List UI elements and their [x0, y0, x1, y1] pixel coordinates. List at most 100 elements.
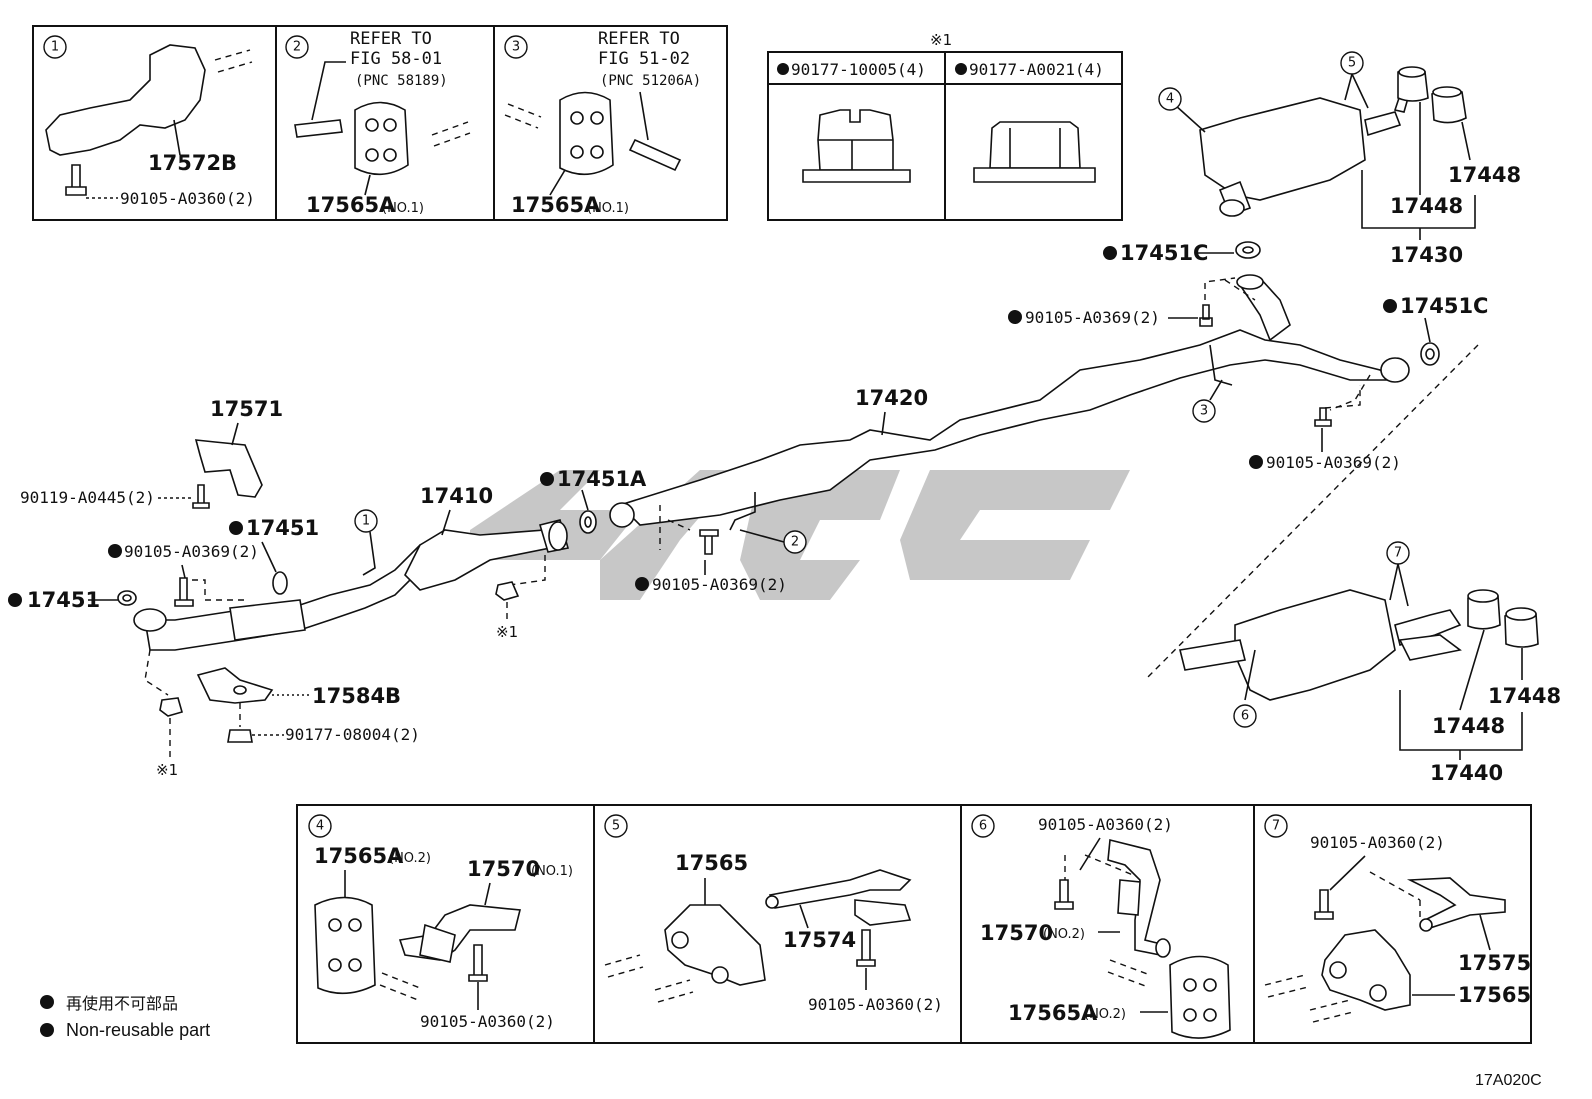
pipe-stub [294, 119, 343, 138]
svg-text:(NO.1): (NO.1) [587, 201, 629, 216]
svg-text:3: 3 [512, 40, 520, 55]
svg-text:17448: 17448 [1390, 194, 1463, 218]
box-6: 6 90105-A0360(2) 17570 (NO.2) 17565A (NO… [960, 804, 1255, 1044]
rear-muffler-17440: 6 7 17448 17448 17440 [1144, 279, 1561, 785]
svg-text:REFER TO: REFER TO [598, 29, 680, 49]
center-pipe-17420 [609, 274, 1410, 531]
svg-text:17451C: 17451C [1120, 241, 1208, 265]
svg-text:(NO.2): (NO.2) [389, 851, 431, 866]
bolt-90105-right [1314, 385, 1361, 427]
svg-text:※1: ※1 [496, 623, 518, 641]
svg-text:90177-A0021(4): 90177-A0021(4) [969, 60, 1104, 79]
bolt-90105-center [659, 505, 719, 575]
hanger-bracket-part [398, 904, 522, 961]
box-3: 3 REFER TO FIG 51-02 (PNC 51206A) 17565A… [493, 25, 728, 221]
box-4: 4 17565A (NO.2) 17570 (NO.1) 90105-A0360… [296, 804, 595, 1044]
svg-text:再使用不可部品: 再使用不可部品 [66, 994, 178, 1013]
svg-text:1: 1 [362, 514, 370, 529]
svg-text:(PNC 51206A): (PNC 51206A) [600, 73, 701, 89]
svg-text:FIG 58-01: FIG 58-01 [350, 49, 442, 69]
svg-text:FIG 51-02: FIG 51-02 [598, 49, 690, 69]
nut-star-center [495, 555, 546, 622]
svg-text:17565: 17565 [675, 851, 748, 875]
rubber-hanger-part [559, 91, 614, 176]
svg-text:17448: 17448 [1488, 684, 1561, 708]
svg-text:1: 1 [51, 40, 59, 55]
bracket-17584B [196, 667, 310, 743]
svg-text:4: 4 [1166, 92, 1174, 107]
svg-text:17572B: 17572B [148, 151, 237, 175]
watermark-logo [470, 470, 1130, 600]
svg-text:17410: 17410 [420, 484, 493, 508]
front-pipe-assembly [133, 534, 457, 651]
bolt-icon [65, 164, 87, 196]
rubber-hanger-part [354, 101, 409, 176]
svg-text:17570: 17570 [467, 857, 540, 881]
svg-text:5: 5 [1348, 56, 1356, 71]
svg-text:90105-A0360(2): 90105-A0360(2) [808, 995, 943, 1014]
svg-text:17571: 17571 [210, 397, 283, 421]
svg-text:17451A: 17451A [557, 467, 647, 491]
svg-text:(NO.2): (NO.2) [1084, 1007, 1126, 1022]
svg-text:17565A: 17565A [314, 844, 404, 868]
svg-text:2: 2 [791, 535, 799, 550]
svg-text:90177-08004(2): 90177-08004(2) [285, 725, 420, 744]
bracket-17571 [192, 422, 263, 509]
gasket-17451-center [272, 571, 288, 595]
rubber-hanger-part [664, 904, 766, 986]
svg-text:17451: 17451 [27, 588, 100, 612]
svg-text:17565A: 17565A [1008, 1001, 1098, 1025]
svg-text:90105-A0360(2): 90105-A0360(2) [1038, 815, 1173, 834]
hanger-rod-part [1406, 877, 1506, 929]
svg-text:90119-A0445(2): 90119-A0445(2) [20, 488, 155, 507]
svg-text:6: 6 [979, 819, 987, 834]
svg-text:3: 3 [1200, 404, 1208, 419]
diagram-id: 17A020C [1475, 1072, 1542, 1089]
rubber-hanger-part [1169, 955, 1231, 1039]
svg-text:7: 7 [1272, 819, 1280, 834]
svg-text:17430: 17430 [1390, 243, 1463, 267]
rubber-hanger-part [1321, 929, 1411, 1011]
svg-text:(NO.1): (NO.1) [531, 864, 573, 879]
gasket-17451C-top [1235, 241, 1261, 259]
svg-text:REFER TO: REFER TO [350, 29, 432, 49]
svg-text:17584B: 17584B [312, 684, 401, 708]
bolt-90105-top [1199, 277, 1236, 327]
svg-text:6: 6 [1241, 709, 1249, 724]
gasket-17451-left [117, 590, 137, 606]
legend: 再使用不可部品 Non-reusable part [40, 994, 210, 1040]
svg-text:17565: 17565 [1458, 983, 1531, 1007]
svg-text:90177-10005(4): 90177-10005(4) [791, 60, 926, 79]
svg-text:17440: 17440 [1430, 761, 1503, 785]
box-7: 7 90105-A0360(2) 17575 17565 [1253, 804, 1532, 1044]
svg-text:17451: 17451 [246, 516, 319, 540]
bolt-90105-left [174, 577, 245, 607]
svg-text:17570: 17570 [980, 921, 1053, 945]
gasket-17451A [579, 510, 597, 534]
svg-text:90105-A0369(2): 90105-A0369(2) [124, 542, 259, 561]
svg-text:(NO.1): (NO.1) [382, 201, 424, 216]
svg-text:(PNC 58189): (PNC 58189) [355, 73, 448, 89]
box-1: 1 17572B 90105-A0360(2) [32, 25, 277, 221]
svg-text:5: 5 [612, 819, 620, 834]
nut-box: ※1 90177-10005(4) 90177-A0021(4) [767, 31, 1123, 221]
box-2: 2 REFER TO FIG 58-01 (PNC 58189) 17565A … [275, 25, 495, 221]
svg-text:17565A: 17565A [306, 193, 396, 217]
svg-text:90105-A0360(2): 90105-A0360(2) [420, 1012, 555, 1031]
svg-text:※1: ※1 [930, 31, 952, 49]
svg-text:17448: 17448 [1432, 714, 1505, 738]
svg-text:17448: 17448 [1448, 163, 1521, 187]
svg-text:90105-A0369(2): 90105-A0369(2) [1266, 453, 1401, 472]
hanger-rod-part [768, 869, 912, 909]
svg-text:90105-A0360(2): 90105-A0360(2) [1310, 833, 1445, 852]
box-5: 5 17565 17574 90105-A0360(2) [593, 804, 962, 1044]
svg-text:90105-A0369(2): 90105-A0369(2) [1025, 308, 1160, 327]
svg-text:17420: 17420 [855, 386, 928, 410]
svg-text:4: 4 [316, 819, 324, 834]
svg-text:Non-reusable part: Non-reusable part [66, 1020, 210, 1040]
pipe-stub [628, 138, 682, 172]
rubber-hanger-part [314, 896, 376, 995]
nut-star-left [144, 649, 183, 758]
svg-text:17565A: 17565A [511, 193, 601, 217]
